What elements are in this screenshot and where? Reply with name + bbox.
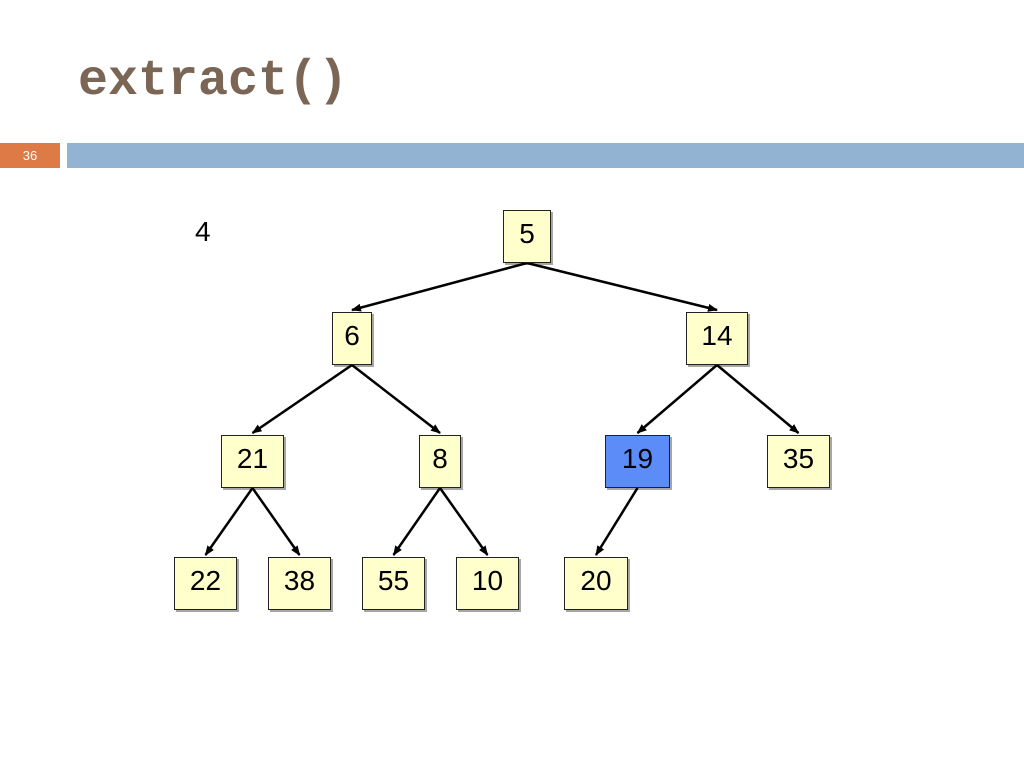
tree-node-8: 8 bbox=[419, 435, 461, 488]
tree-node-6: 6 bbox=[332, 312, 372, 365]
header-bar bbox=[67, 143, 1024, 168]
tree-edge-6-8 bbox=[351, 364, 441, 434]
tree-edge-21-38 bbox=[251, 487, 301, 556]
tree-node-22: 22 bbox=[174, 557, 237, 610]
tree-node-55: 55 bbox=[362, 557, 425, 610]
tree-node-5: 5 bbox=[503, 210, 551, 263]
tree-edge-19-20 bbox=[594, 487, 639, 556]
tree-node-19: 19 bbox=[605, 435, 670, 488]
tree-node-20: 20 bbox=[564, 557, 628, 610]
tree-edge-8-10 bbox=[438, 487, 489, 556]
tree-edge-5-14 bbox=[526, 261, 718, 312]
tree-edge-5-6 bbox=[351, 261, 528, 312]
tree-edge-14-19 bbox=[636, 364, 718, 434]
tree-edge-14-35 bbox=[716, 364, 800, 434]
tree-edge-6-21 bbox=[251, 363, 353, 435]
tree-edge-8-55 bbox=[392, 487, 442, 556]
tree-node-35: 35 bbox=[767, 435, 830, 488]
tree-node-38: 38 bbox=[268, 557, 331, 610]
tree-node-21: 21 bbox=[221, 435, 284, 488]
extracted-value: 4 bbox=[195, 216, 211, 247]
tree-edge-21-22 bbox=[204, 487, 254, 556]
slide-number: 36 bbox=[0, 143, 60, 168]
tree-node-14: 14 bbox=[686, 312, 748, 365]
tree-node-10: 10 bbox=[456, 557, 519, 610]
slide-title: extract() bbox=[78, 53, 349, 110]
